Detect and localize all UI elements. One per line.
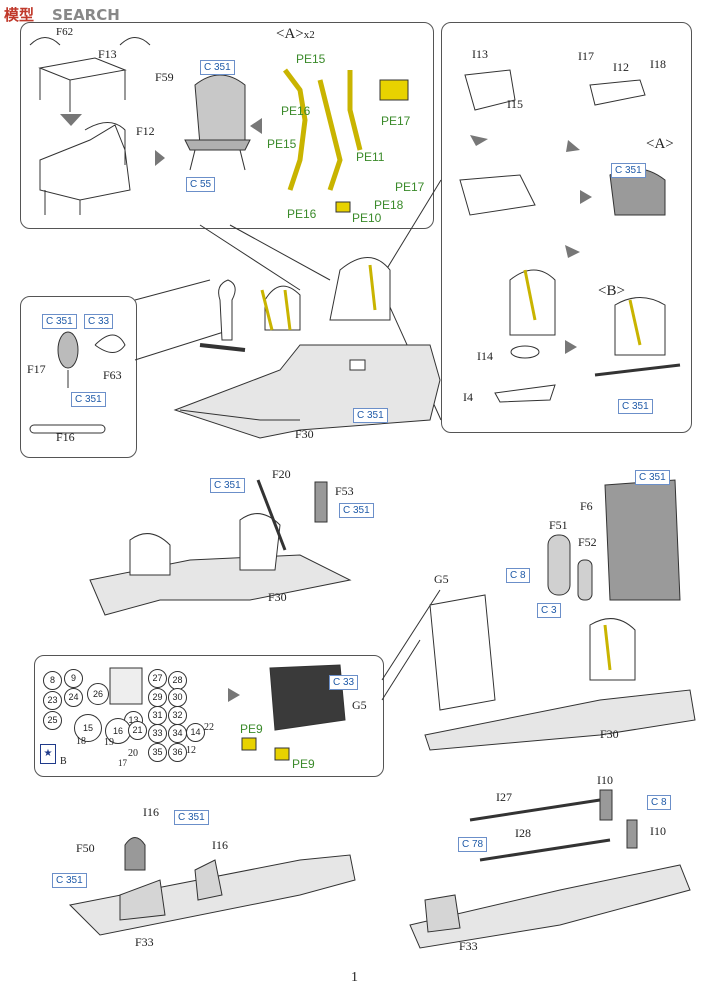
color-ref-c351-stick: C 351 — [42, 314, 77, 329]
color-ref-c351-f20: C 351 — [210, 478, 245, 493]
label-G5-a: G5 — [434, 572, 449, 586]
label-F51: F51 — [549, 518, 568, 532]
color-ref-c8-i10: C 8 — [647, 795, 671, 810]
label-F33-a: F33 — [135, 935, 154, 949]
panel-instrument-decals — [34, 655, 384, 777]
label-F16: F16 — [56, 430, 75, 444]
label-F30-b: F30 — [268, 590, 287, 604]
label-I13: I13 — [472, 47, 488, 61]
corner-part-label: F62 — [56, 26, 74, 38]
decal-21: 21 — [128, 721, 147, 740]
label-F52: F52 — [578, 535, 597, 549]
label-PE9-b: PE9 — [292, 757, 315, 771]
label-F53: F53 — [335, 484, 354, 498]
decal-35: 35 — [148, 743, 167, 762]
label-G5-b: G5 — [352, 698, 367, 712]
color-ref-c33-stick: C 33 — [84, 314, 114, 329]
color-ref-c3: C 3 — [537, 603, 561, 618]
label-I10-b: I10 — [650, 824, 666, 838]
label-F50: F50 — [76, 841, 95, 855]
color-ref-c55: C 55 — [186, 177, 216, 192]
label-PE16-b: PE16 — [287, 207, 317, 221]
decal-17: 17 — [118, 758, 127, 768]
decal-19: 19 — [104, 737, 114, 748]
label-F30-a: F30 — [295, 427, 314, 441]
decal-25: 25 — [43, 711, 62, 730]
decal-36: 36 — [168, 743, 187, 762]
label-PE9-a: PE9 — [240, 722, 263, 736]
label-PE15-b: PE15 — [267, 137, 297, 151]
color-ref-c351-f50: C 351 — [52, 873, 87, 888]
decal-22: 22 — [204, 722, 214, 733]
label-I14: I14 — [477, 349, 493, 363]
label-I16-a: I16 — [143, 805, 159, 819]
watermark-site: SEARCH — [52, 6, 120, 24]
panel-seat-variants — [441, 22, 692, 433]
label-F17: F17 — [27, 362, 46, 376]
label-I28: I28 — [515, 826, 531, 840]
label-F30-c: F30 — [600, 727, 619, 741]
color-ref-c351-f16: C 351 — [71, 392, 106, 407]
label-F63: F63 — [103, 368, 122, 382]
label-I10-a: I10 — [597, 773, 613, 787]
label-I4: I4 — [463, 390, 473, 404]
variant-a-title: <A> — [646, 136, 674, 152]
color-ref-c351-f6: C 351 — [635, 470, 670, 485]
label-I15: I15 — [507, 97, 523, 111]
decal-18: 18 — [76, 736, 86, 747]
label-PE17-a: PE17 — [381, 114, 411, 128]
panel-seat-assembly — [20, 22, 434, 229]
label-I18: I18 — [650, 57, 666, 71]
decal-12: 12 — [186, 745, 196, 756]
label-PE16-a: PE16 — [281, 104, 311, 118]
color-ref-c33-g5: C 33 — [329, 675, 359, 690]
color-ref-c351: C 351 — [200, 60, 235, 75]
color-ref-c351-a: C 351 — [611, 163, 646, 178]
decal-29: 29 — [148, 688, 167, 707]
page-number: 1 — [351, 970, 358, 985]
decal-20: 20 — [128, 748, 138, 759]
label-I27: I27 — [496, 790, 512, 804]
label-F13: F13 — [98, 47, 117, 61]
color-ref-c351-floor: C 351 — [353, 408, 388, 423]
decal-14: 14 — [186, 723, 205, 742]
decal-34: 34 — [168, 724, 187, 743]
decal-31: 31 — [148, 706, 167, 725]
label-F6: F6 — [580, 499, 593, 513]
color-ref-c351-f53: C 351 — [339, 503, 374, 518]
label-PE15-a: PE15 — [296, 52, 326, 66]
label-I17: I17 — [578, 49, 594, 63]
color-ref-c351-i16: C 351 — [174, 810, 209, 825]
decal-24: 24 — [64, 688, 83, 707]
label-F59: F59 — [155, 70, 174, 84]
group-a-title: <A>x2 — [276, 26, 315, 42]
variant-b-title: <B> — [598, 283, 625, 299]
label-F33-b: F33 — [459, 939, 478, 953]
decal-33: 33 — [148, 724, 167, 743]
decal-32: 32 — [168, 706, 187, 725]
decal-27: 27 — [148, 669, 167, 688]
decal-26: 26 — [87, 683, 109, 705]
color-ref-c351-b: C 351 — [618, 399, 653, 414]
label-F12: F12 — [136, 124, 155, 138]
decal-b-label: B — [60, 756, 67, 767]
color-ref-c78: C 78 — [458, 837, 488, 852]
decal-b-mark: ★ — [40, 744, 56, 764]
label-PE18: PE18 — [374, 198, 404, 212]
panel-control-stick — [20, 296, 137, 458]
decal-30: 30 — [168, 688, 187, 707]
color-ref-c8: C 8 — [506, 568, 530, 583]
label-F20: F20 — [272, 467, 291, 481]
decal-8: 8 — [43, 671, 62, 690]
label-PE17-b: PE17 — [395, 180, 425, 194]
label-I12: I12 — [613, 60, 629, 74]
label-PE10: PE10 — [352, 211, 382, 225]
decal-23: 23 — [43, 691, 62, 710]
decal-15: 15 — [74, 714, 102, 742]
label-PE11: PE11 — [356, 150, 385, 164]
label-I16-b: I16 — [212, 838, 228, 852]
decal-9: 9 — [64, 669, 83, 688]
